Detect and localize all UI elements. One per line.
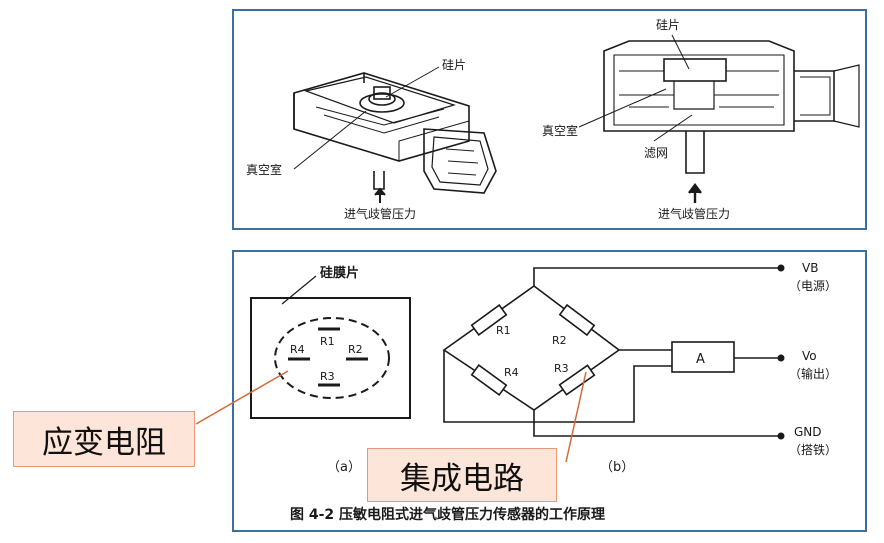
diaphragm-r4-label: R4 xyxy=(290,343,305,356)
right-vacuum-chamber-label: 真空室 xyxy=(542,123,578,138)
diaphragm-label: 硅膜片 xyxy=(320,265,359,281)
bridge-wiring xyxy=(442,267,779,437)
diaphragm-r2-label: R2 xyxy=(348,343,363,356)
bridge-r4-label: R4 xyxy=(504,366,519,379)
sensor-structure-panel: 硅片 真空室 进气歧管压力 硅片 真空室 滤网 进气歧管压力 xyxy=(232,9,867,230)
integrated-circuit-callout-text: 集成电路 xyxy=(400,460,524,497)
diaphragm-r1-label: R1 xyxy=(320,335,335,348)
right-drawing-leaders xyxy=(578,34,693,142)
gnd-description: （搭铁） xyxy=(789,443,837,457)
bridge-r1 xyxy=(470,304,508,336)
amplifier-label: A xyxy=(696,352,705,367)
vo-symbol: Vo xyxy=(802,349,817,363)
terminal-dots xyxy=(777,264,785,440)
integrated-circuit-callout: 集成电路 xyxy=(367,448,557,502)
vb-symbol: VB xyxy=(802,261,818,275)
right-pressure-arrow xyxy=(688,183,702,203)
strain-resistor-callout-text: 应变电阻 xyxy=(42,424,166,461)
bridge-r1-label: R1 xyxy=(496,324,511,337)
vo-description: （输出） xyxy=(789,366,837,381)
gnd-symbol: GND xyxy=(794,425,822,439)
sensor-structure-drawing: 硅片 真空室 进气歧管压力 硅片 真空室 滤网 进气歧管压力 xyxy=(246,18,860,221)
left-drawing-leaders xyxy=(293,66,440,170)
left-pressure-arrow xyxy=(374,187,386,203)
bridge-r4 xyxy=(470,364,508,396)
sensor-housing-3d xyxy=(293,72,497,194)
bridge-r3-label: R3 xyxy=(554,362,569,375)
subfigure-b-label: （b） xyxy=(600,460,634,475)
left-intake-pressure-label: 进气歧管压力 xyxy=(344,206,416,221)
diaphragm-r3-label: R3 xyxy=(320,370,335,383)
diaphragm-leader xyxy=(281,275,317,305)
strain-resistor-callout: 应变电阻 xyxy=(13,411,195,467)
diaphragm-outline xyxy=(250,297,411,419)
right-silicon-chip-label: 硅片 xyxy=(656,18,680,32)
left-vacuum-chamber-label: 真空室 xyxy=(246,162,282,177)
bridge-r2 xyxy=(558,303,596,337)
resistor-zone xyxy=(274,317,390,399)
figure-caption: 图 4-2 压敏电阻式进气歧管压力传感器的工作原理 xyxy=(290,506,605,523)
sensor-cross-section xyxy=(603,40,860,174)
amplifier-box xyxy=(671,341,735,373)
left-silicon-chip-label: 硅片 xyxy=(442,58,466,72)
bridge-r2-label: R2 xyxy=(552,334,567,347)
subfigure-a-label: （a） xyxy=(327,460,361,475)
vb-description: （电源） xyxy=(789,279,837,293)
right-intake-pressure-label: 进气歧管压力 xyxy=(658,206,730,221)
right-filter-screen-label: 滤网 xyxy=(644,146,668,160)
